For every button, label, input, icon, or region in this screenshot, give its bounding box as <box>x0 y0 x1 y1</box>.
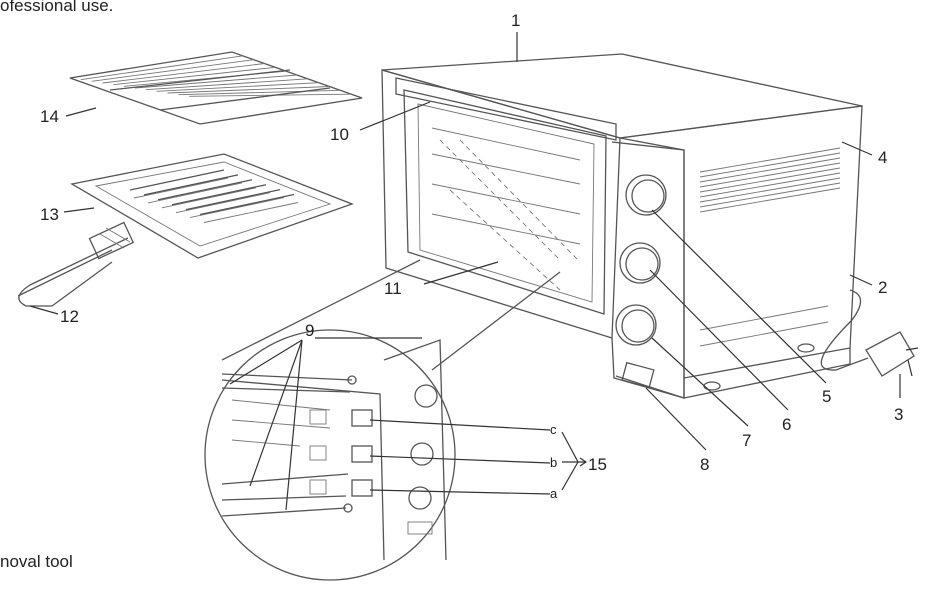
callout-labels: 1 2 3 4 5 6 7 8 9 10 11 12 13 14 15 c b … <box>40 11 903 501</box>
knob-middle <box>619 242 661 284</box>
wire-rack <box>69 51 363 125</box>
callout-9: 9 <box>305 321 314 340</box>
callout-15: 15 <box>588 455 607 474</box>
caption-fragment-bottom: noval tool <box>0 552 73 571</box>
callout-3: 3 <box>894 405 903 424</box>
callout-6: 6 <box>782 415 791 434</box>
callout-2: 2 <box>878 278 887 297</box>
oven-body <box>381 53 919 399</box>
caption-fragment-top: ofessional use. <box>0 0 114 15</box>
callout-1: 1 <box>511 11 520 30</box>
callout-8: 8 <box>700 455 709 474</box>
detail-magnifier <box>204 259 561 581</box>
callout-4: 4 <box>878 148 887 167</box>
baking-tray <box>70 153 354 259</box>
rail-position-a: a <box>550 486 558 501</box>
tray-removal-tool <box>17 221 135 307</box>
rail-position-b: b <box>550 455 557 470</box>
knob-top <box>625 174 667 216</box>
leader-lines <box>29 32 901 511</box>
callout-11: 11 <box>384 279 402 298</box>
knob-bottom <box>615 304 657 346</box>
callout-7: 7 <box>742 431 751 450</box>
callout-13: 13 <box>40 205 59 224</box>
callout-10: 10 <box>330 125 349 144</box>
callout-5: 5 <box>822 387 831 406</box>
callout-12: 12 <box>60 307 79 326</box>
rail-position-c: c <box>550 422 557 437</box>
callout-14: 14 <box>40 107 59 126</box>
indicator-light <box>621 361 655 389</box>
power-plug <box>865 331 915 377</box>
power-cord <box>820 289 869 371</box>
